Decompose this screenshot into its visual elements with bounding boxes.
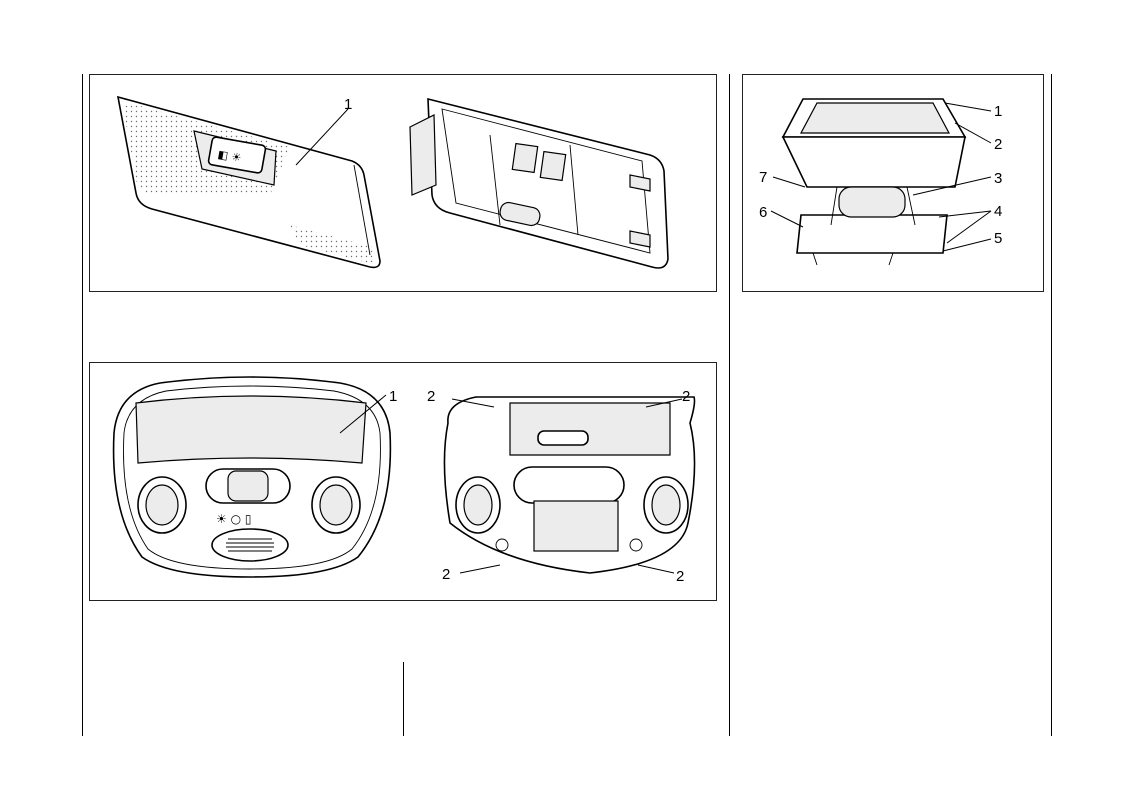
figure-bulb-exploded: 1 2 3 4 5 6 7 [742,74,1044,292]
column-rule-inner [403,662,404,736]
bulb-base-illustration [797,187,947,265]
figure-lens-and-housing: ◧ ☀ 1 [89,74,717,292]
callout-label: 6 [759,204,767,221]
callout-label: 1 [994,103,1002,120]
callout-label: 2 [994,136,1002,153]
console-rear-illustration [444,397,694,573]
callout-label: 5 [994,230,1002,247]
bulb-cover-illustration [783,99,965,187]
callout-label: 7 [759,169,767,186]
column-rule-middle [729,74,730,736]
column-rule-right [1051,74,1052,736]
callout-label: 2 [682,388,690,405]
lens-cover-illustration: ◧ ☀ [118,97,380,267]
figure-roof-console: ☀ ○ ▯ 1 2 2 2 2 [89,362,717,601]
console-front-illustration: ☀ ○ ▯ [114,377,391,577]
callout-label: 2 [442,566,450,583]
callout-label: 2 [676,568,684,585]
callout-label: 4 [994,203,1002,220]
svg-text:☀ ○ ▯: ☀ ○ ▯ [216,512,251,526]
callout-label: 1 [344,96,352,113]
callout-label: 1 [389,388,397,405]
lamp-housing-illustration [410,99,668,268]
column-rule-left [82,74,83,736]
callout-label: 3 [994,170,1002,187]
callout-label: 2 [427,388,435,405]
